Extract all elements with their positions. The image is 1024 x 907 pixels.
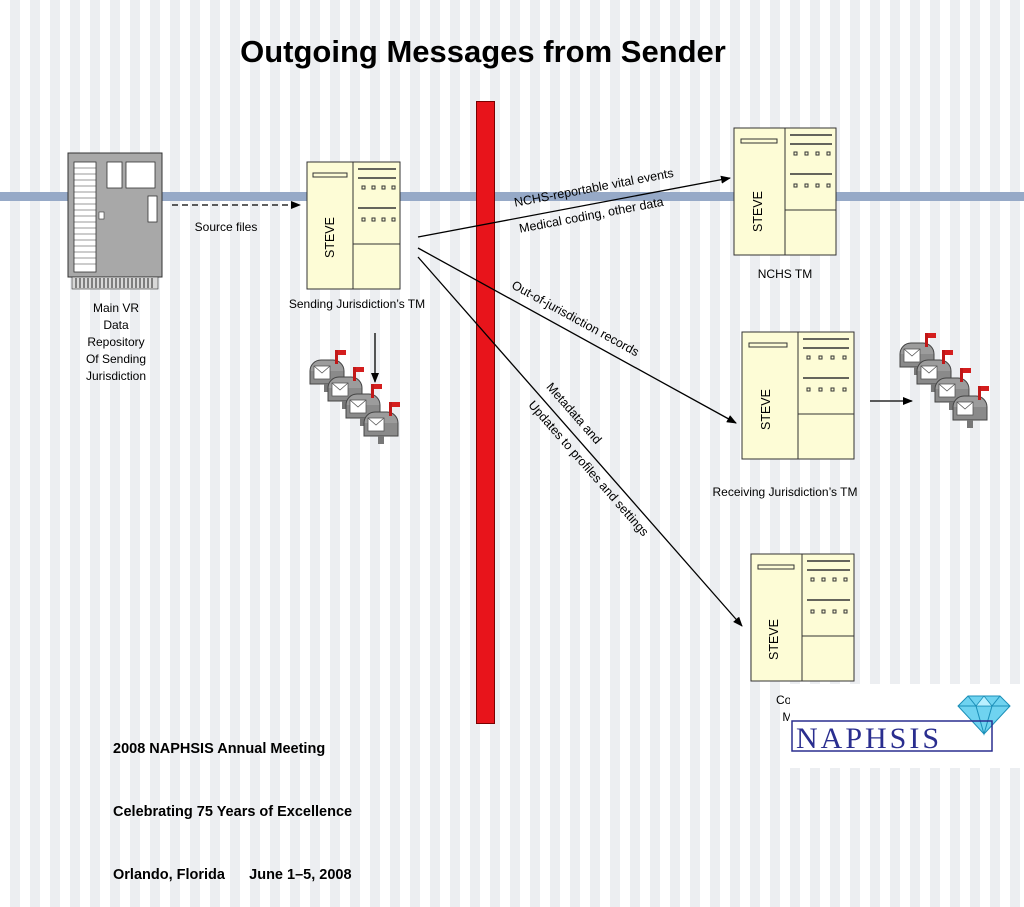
tm-box-sending <box>306 161 401 290</box>
diamond-icon <box>957 695 1011 736</box>
tm-box-receiving <box>741 331 855 460</box>
server-icon <box>67 152 163 290</box>
naphsis-logo: NAPHSIS <box>790 684 1024 768</box>
steve-label-nchs: STEVE <box>751 191 765 232</box>
tm-label-sending: Sending Jurisdiction’s TM <box>288 297 426 311</box>
arrow-to-receiving <box>417 247 737 424</box>
logo-text: NAPHSIS <box>796 722 942 755</box>
tm-box-nchs <box>733 127 837 256</box>
firewall-bar <box>476 101 495 724</box>
diagram-canvas: STEVE STEVE STEVE STEVE <box>67 127 990 682</box>
steve-label-controller: STEVE <box>767 619 781 660</box>
steve-label-sending: STEVE <box>323 217 337 258</box>
blue-band <box>0 192 1024 201</box>
tm-label-nchs: NCHS TM <box>757 267 813 281</box>
footer-line-3: Orlando, Florida June 1–5, 2008 <box>113 867 352 883</box>
footer-line-1: 2008 NAPHSIS Annual Meeting <box>113 741 326 757</box>
source-files-label: Source files <box>194 220 258 234</box>
tm-box-controller <box>750 553 855 682</box>
steve-label-receiving: STEVE <box>759 389 773 430</box>
server-label: Main VR Data Repository Of Sending Juris… <box>85 301 147 383</box>
arrow-to-controller <box>417 256 743 627</box>
footer-text: 2008 NAPHSIS Annual Meeting Celebrating … <box>113 697 352 907</box>
tm-label-receiving: Receiving Jurisdiction’s TM <box>712 485 858 499</box>
footer-line-2: Celebrating 75 Years of Excellence <box>113 804 353 820</box>
page-title: Outgoing Messages from Sender <box>240 34 726 69</box>
arrow-to-nchs <box>417 175 731 238</box>
